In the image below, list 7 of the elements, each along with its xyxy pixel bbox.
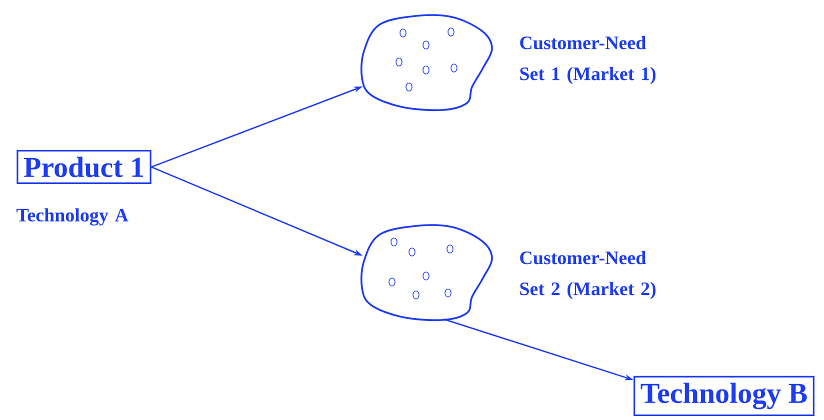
text-box: Product 1 <box>16 150 152 184</box>
text-box: Technology B <box>634 376 814 416</box>
market-blob-drawing <box>360 224 493 322</box>
node-label: Customer-Need Set 1 (Market 1) <box>520 36 656 84</box>
market-blob-drawing <box>360 14 493 112</box>
node-label: Customer-Need Set 2 (Market 2) <box>520 250 656 300</box>
node-label: Technology A <box>16 208 128 226</box>
